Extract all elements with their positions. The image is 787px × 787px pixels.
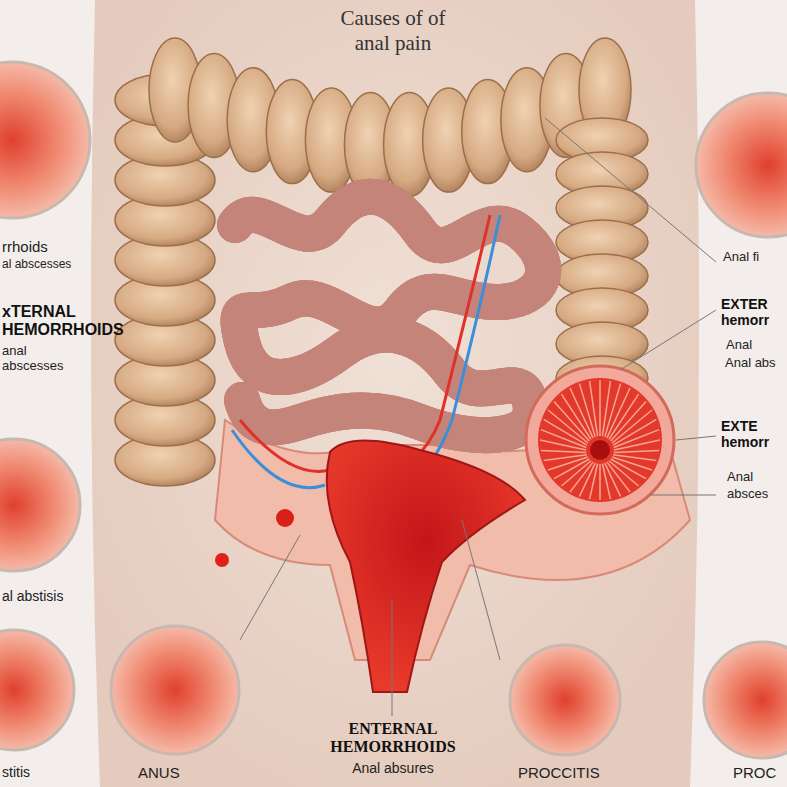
- label: Anal: [727, 470, 783, 485]
- fold-line: [605, 384, 621, 437]
- label: al abscesses: [2, 258, 92, 272]
- label: EXTER hemorr: [721, 296, 783, 328]
- fold-line: [554, 401, 589, 441]
- fold-line: [541, 450, 586, 452]
- fold-line: [570, 388, 593, 438]
- fold-line: [607, 462, 630, 492]
- fold-line: [541, 430, 586, 448]
- fold-line: [602, 381, 610, 436]
- leader-lines: [240, 118, 716, 716]
- fold-line: [611, 401, 646, 441]
- fold-line: [544, 455, 587, 461]
- blood-drop: [215, 553, 229, 567]
- fold-line: [570, 462, 593, 492]
- label: rrhoids: [2, 238, 72, 255]
- label: xTERNAL HEMORRHOIDS: [2, 303, 137, 340]
- rectum: [327, 440, 525, 692]
- lesion: [276, 509, 294, 527]
- label: EXTE hemorr: [721, 418, 783, 450]
- torso: [91, 0, 699, 787]
- label: Anal: [726, 338, 782, 353]
- label: PROC: [733, 764, 783, 781]
- fold-line: [605, 463, 621, 496]
- rectum-cross-section: [526, 366, 674, 514]
- fold-line: [611, 459, 646, 479]
- fold-line: [579, 384, 595, 437]
- fold-line: [599, 464, 601, 500]
- label: Anal abs: [725, 356, 783, 371]
- fold-line: [614, 430, 659, 448]
- label: anal abscesses: [2, 344, 77, 374]
- label: absces: [727, 487, 783, 502]
- label: al abstisis: [2, 588, 92, 604]
- fold-line: [602, 464, 610, 499]
- inset-views: [0, 62, 787, 758]
- title: Causes of of anal pain: [339, 6, 447, 56]
- label: PROCCITIS: [518, 764, 628, 781]
- fold-line: [613, 419, 656, 445]
- label: ANUS: [138, 764, 198, 781]
- label: stitis: [2, 764, 62, 780]
- label: ENTERNAL HEMORRHOIDS: [318, 720, 468, 757]
- fold-line: [590, 464, 598, 499]
- label: Anal absures: [318, 760, 468, 776]
- fold-line: [590, 381, 598, 436]
- label: Anal fi: [723, 250, 783, 265]
- fold-line: [614, 450, 659, 452]
- fold-line: [599, 380, 601, 436]
